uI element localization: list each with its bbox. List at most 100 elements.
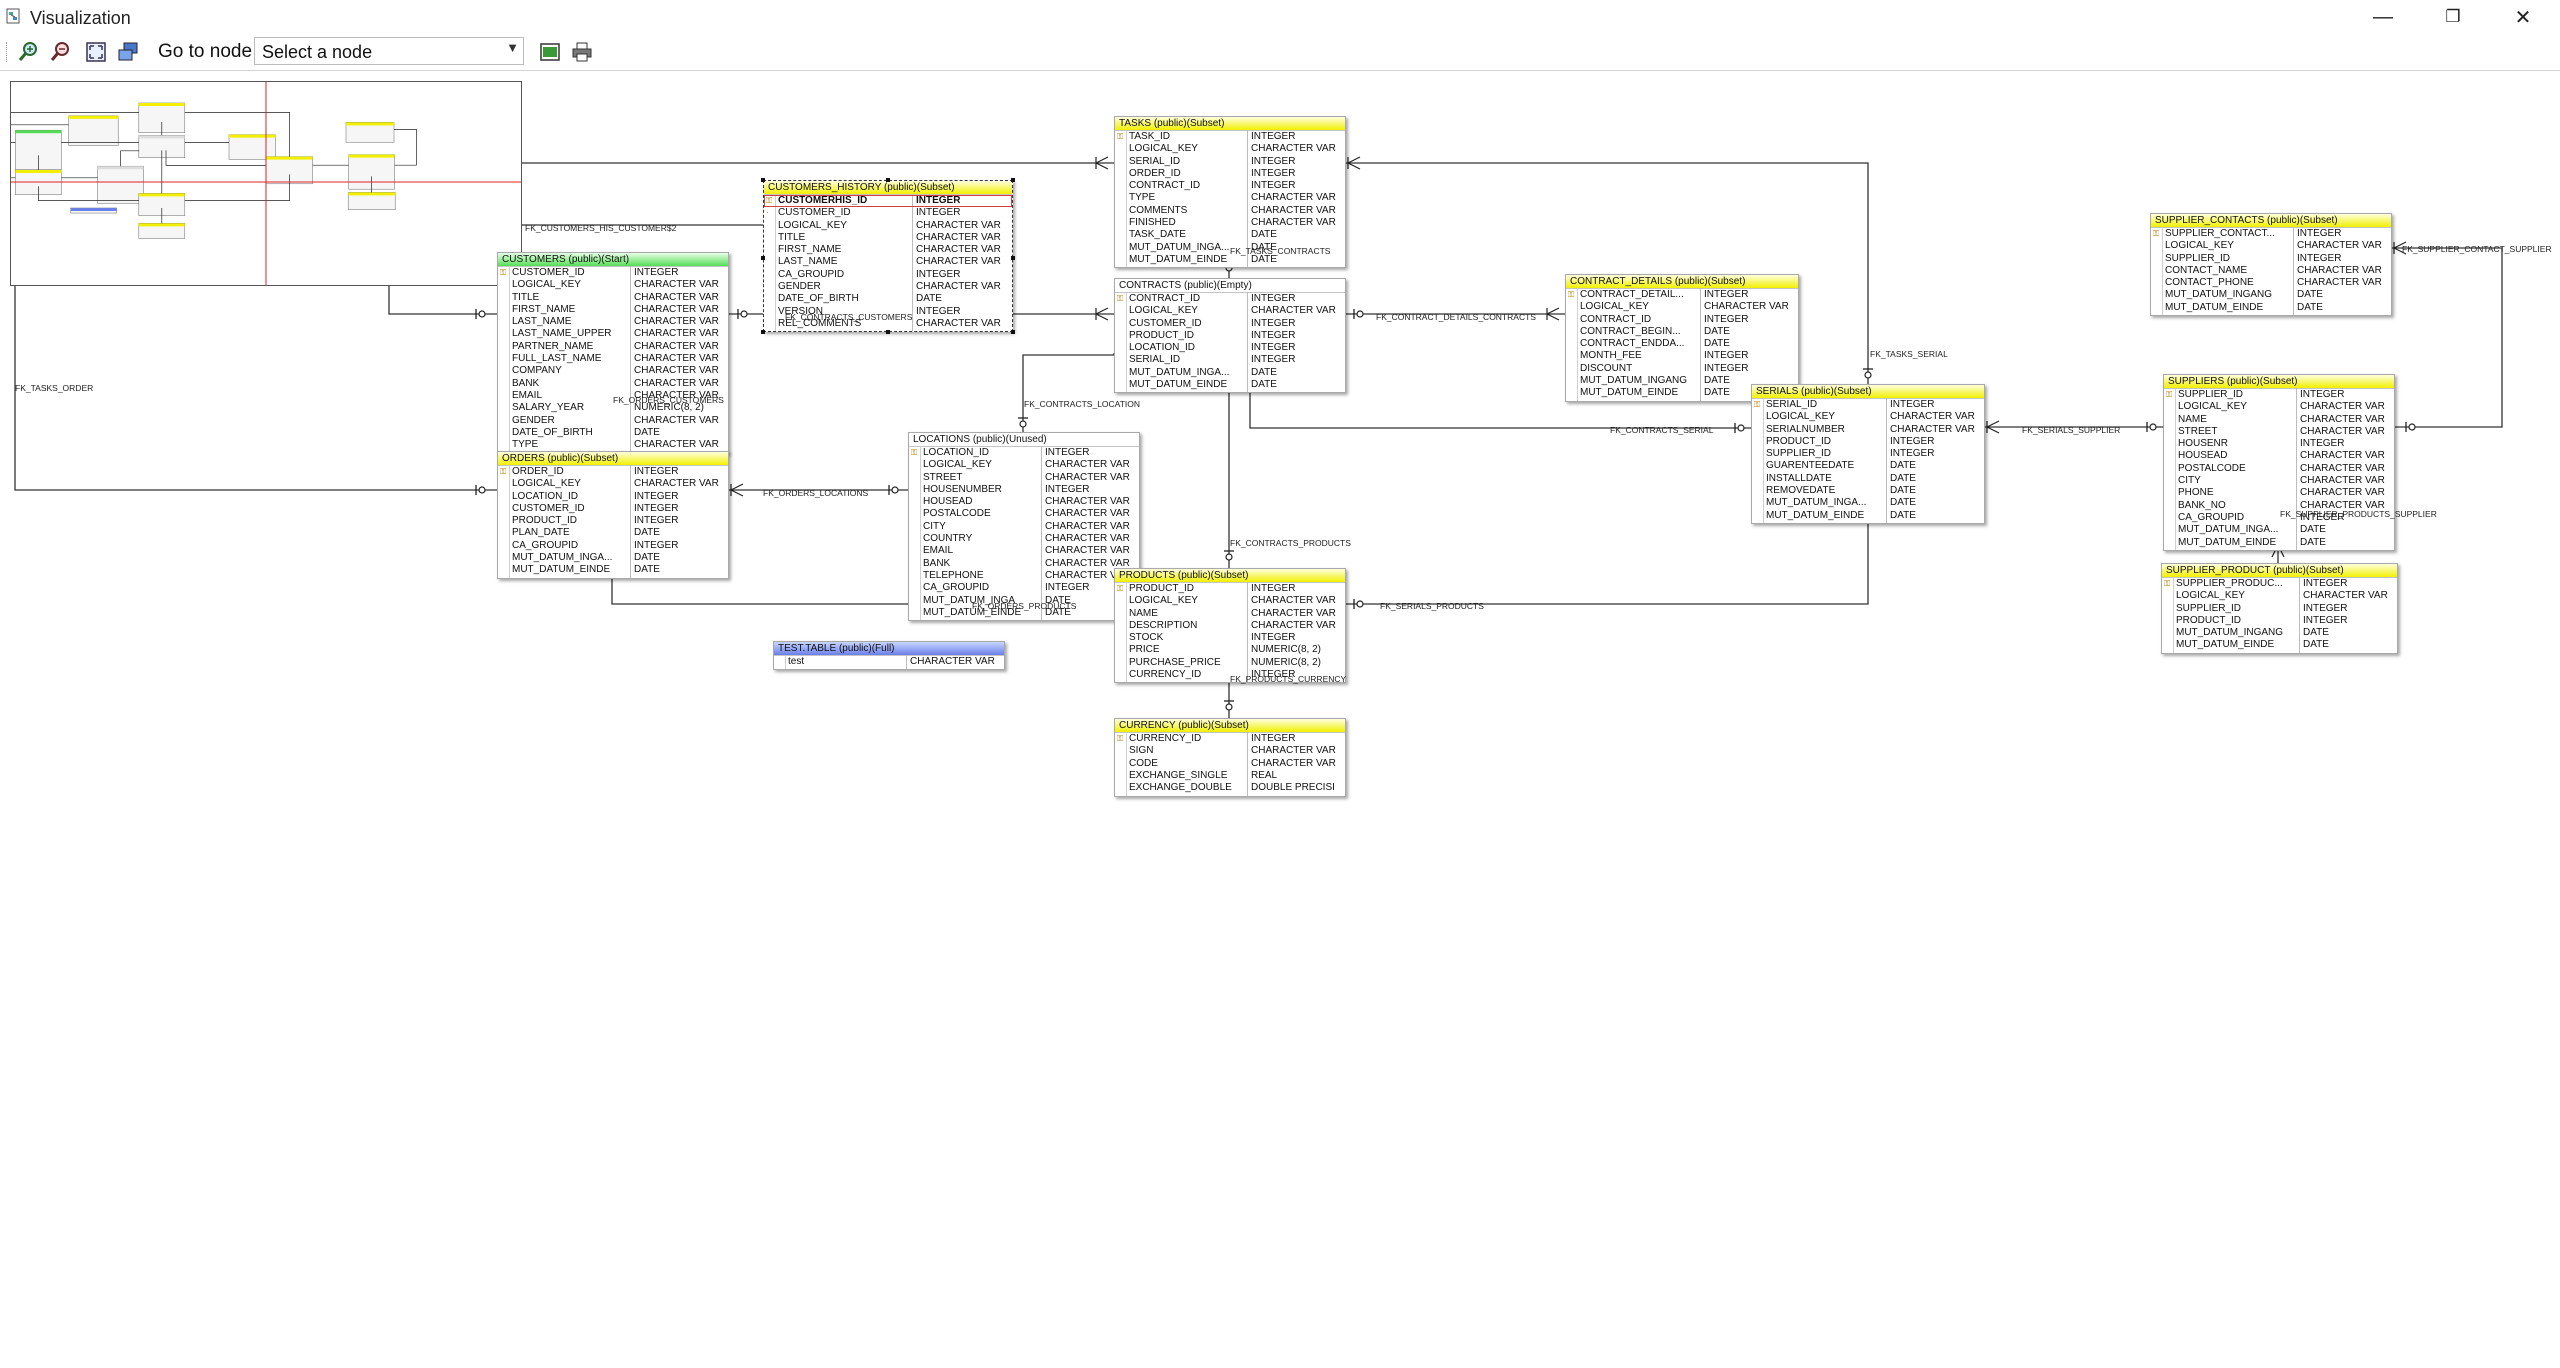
close-button[interactable]: ✕ xyxy=(2490,0,2556,34)
overview-minimap[interactable] xyxy=(10,81,522,286)
selection-handle[interactable] xyxy=(761,330,765,335)
fit-to-window-button[interactable] xyxy=(84,40,108,64)
export-image-button[interactable] xyxy=(538,40,562,64)
zoom-in-button[interactable] xyxy=(16,40,40,64)
table-supplier-contacts[interactable]: SUPPLIER_CONTACTS (public)(Subset)⚿SUPPL… xyxy=(2150,213,2392,317)
column-row[interactable]: MUT_DATUM_INGA...DATE xyxy=(1752,497,1984,509)
selection-handle[interactable] xyxy=(1011,330,1015,335)
column-row[interactable]: ⚿SUPPLIER_PRODUC...INTEGER xyxy=(2162,578,2397,590)
table-supplier-product[interactable]: SUPPLIER_PRODUCT (public)(Subset)⚿SUPPLI… xyxy=(2161,563,2398,654)
selection-handle[interactable] xyxy=(761,178,765,182)
column-row[interactable]: ⚿CONTRACT_DETAIL...INTEGER xyxy=(1566,289,1798,301)
column-row[interactable]: MUT_DATUM_INGA...DATE xyxy=(1115,242,1345,254)
node-select[interactable]: Select a node ▼ xyxy=(254,37,524,65)
column-row[interactable]: ⚿SUPPLIER_CONTACT...INTEGER xyxy=(2151,228,2391,240)
zoom-out-button[interactable] xyxy=(48,40,72,64)
minimize-button[interactable]: — xyxy=(2350,0,2416,34)
restore-button[interactable]: ❐ xyxy=(2420,0,2486,34)
table-contract-details[interactable]: CONTRACT_DETAILS (public)(Subset)⚿CONTRA… xyxy=(1565,274,1799,402)
selection-handle[interactable] xyxy=(1011,256,1015,261)
table-customers-history[interactable]: CUSTOMERS_HISTORY (public)(Subset)⚿CUSTO… xyxy=(761,178,1015,335)
relation-line-fk-tasks-order[interactable] xyxy=(14,162,1114,491)
